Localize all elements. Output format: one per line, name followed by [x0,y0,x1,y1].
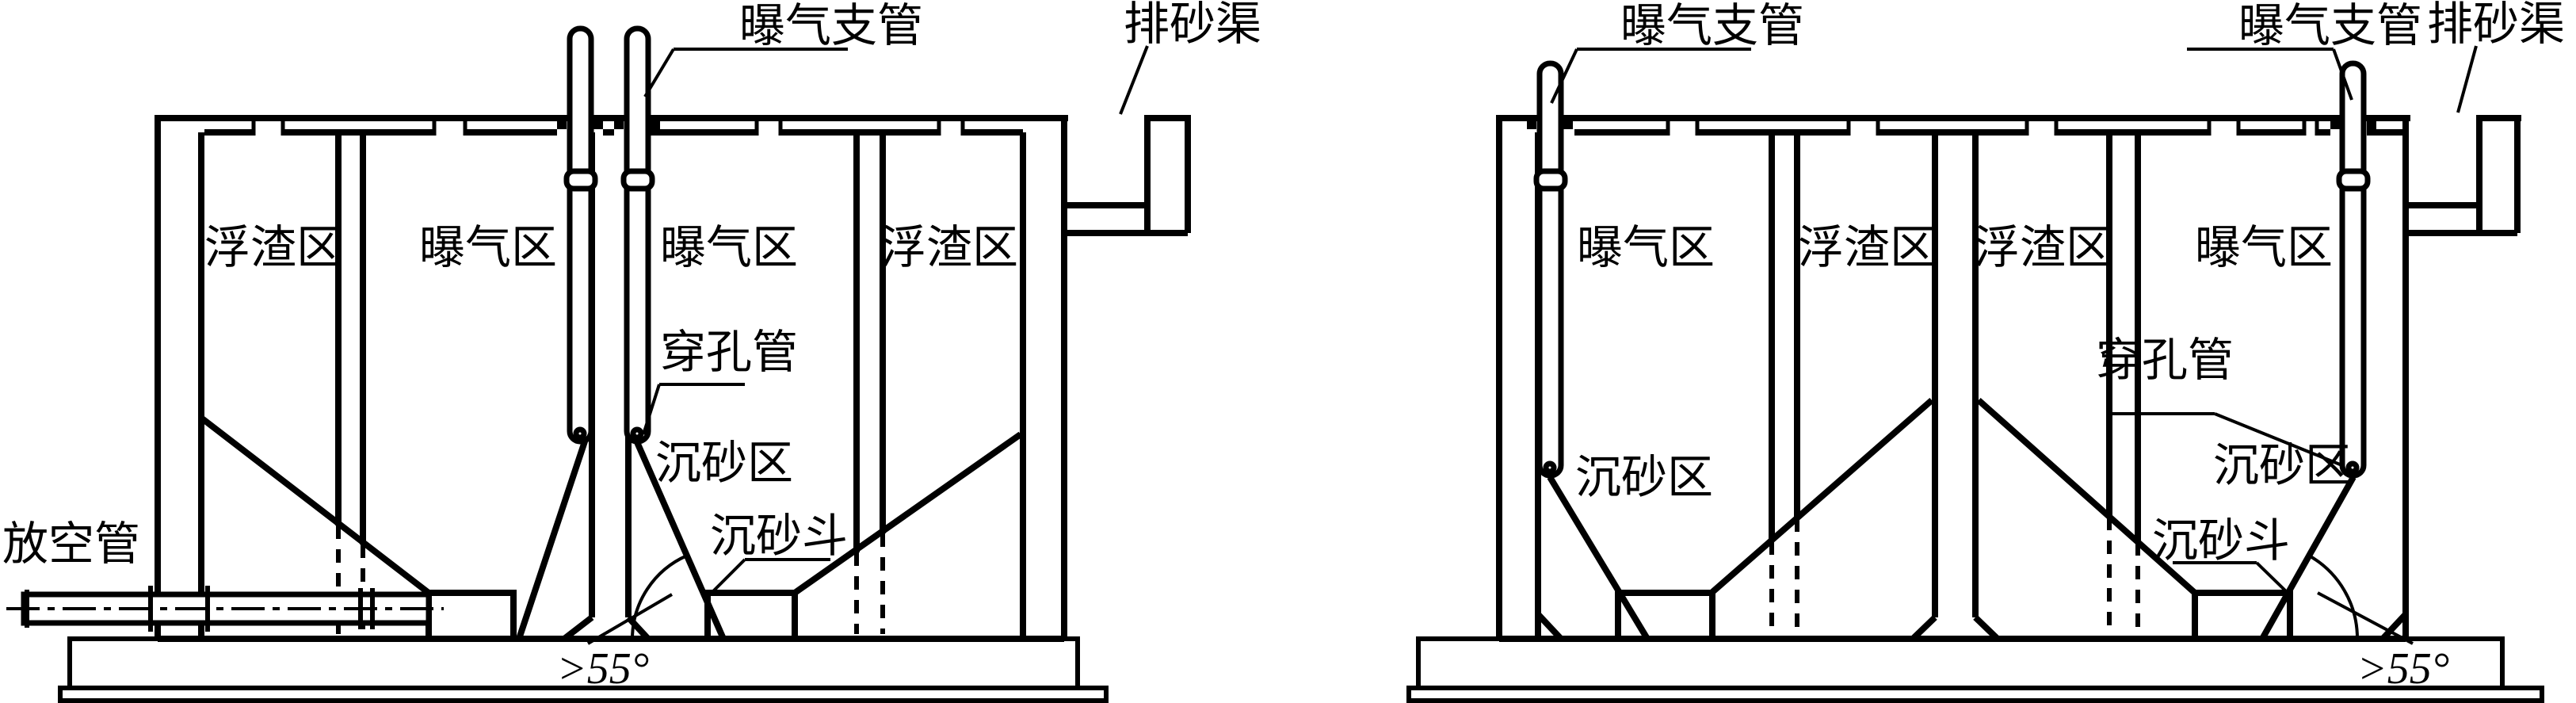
hopper-geometry [200,415,1023,640]
label-sand-discharge-channel-left: 排砂渠 [1124,0,1261,50]
label-aeration-branch-pipe-right-2: 曝气支管 [2238,0,2422,52]
aeration-pipe-left [1536,60,1564,479]
label-hopper-angle-right: >55° [2357,644,2449,693]
label-aeration-zone-right-2: 曝气区 [2195,222,2333,273]
label-scum-zone-right-2: 浮渣区 [1974,222,2112,273]
sand-discharge-channel-structure [2406,118,2521,236]
label-sand-discharge-channel-right: 排砂渠 [2427,0,2565,50]
left-diagram: 曝气支管 排砂渠 浮渣区 曝气区 曝气区 浮渣区 穿孔管 沉砂区 沉砂斗 放空管… [2,0,1261,703]
scum-baffles [335,132,886,634]
right-diagram: 曝气支管 曝气支管 排砂渠 曝气区 浮渣区 浮渣区 曝气区 穿孔管 沉砂区 沉砂… [1406,0,2565,703]
tank-walls [155,118,1067,642]
label-grit-zone-right-1: 沉砂区 [1575,452,1713,503]
annotations [1550,45,2478,645]
label-aeration-zone-left-1: 曝气区 [419,222,557,273]
hopper-geometry [1547,397,2357,641]
drain-pipe-assembly [6,586,444,632]
label-scum-zone-right-1: 浮渣区 [1798,222,1936,273]
foundation [1406,636,2544,703]
aeration-pipes [557,25,660,445]
label-scum-zone-left-1: 浮渣区 [204,222,342,273]
label-aeration-zone-right-1: 曝气区 [1577,222,1715,273]
label-aeration-branch-pipe-right-1: 曝气支管 [1620,0,1804,52]
aeration-pipes [1527,60,2376,479]
label-drain-pipe: 放空管 [2,518,140,570]
aeration-pipe-1 [567,25,594,445]
label-hopper-angle-left: >55° [557,644,649,693]
foundation [58,636,1109,703]
label-grit-hopper-left: 沉砂斗 [710,510,848,562]
annotations [586,45,1149,645]
label-aeration-zone-left-2: 曝气区 [660,222,798,273]
scum-baffles [1769,132,2141,634]
label-aeration-branch-pipe-left: 曝气支管 [739,0,923,52]
aeration-pipe-2 [624,25,651,445]
top-slab [1496,115,2521,136]
sand-discharge-channel-structure [1064,118,1191,236]
label-perforated-pipe-right: 穿孔管 [2096,334,2234,386]
label-grit-zone-right-2: 沉砂区 [2213,440,2351,491]
label-scum-zone-left-2: 浮渣区 [880,222,1018,273]
aeration-pipe-right [2339,60,2367,479]
top-slab [155,115,1191,136]
label-grit-zone-left: 沉砂区 [655,437,793,489]
label-grit-hopper-right: 沉砂斗 [2152,515,2290,567]
label-perforated-pipe-left: 穿孔管 [660,327,798,378]
